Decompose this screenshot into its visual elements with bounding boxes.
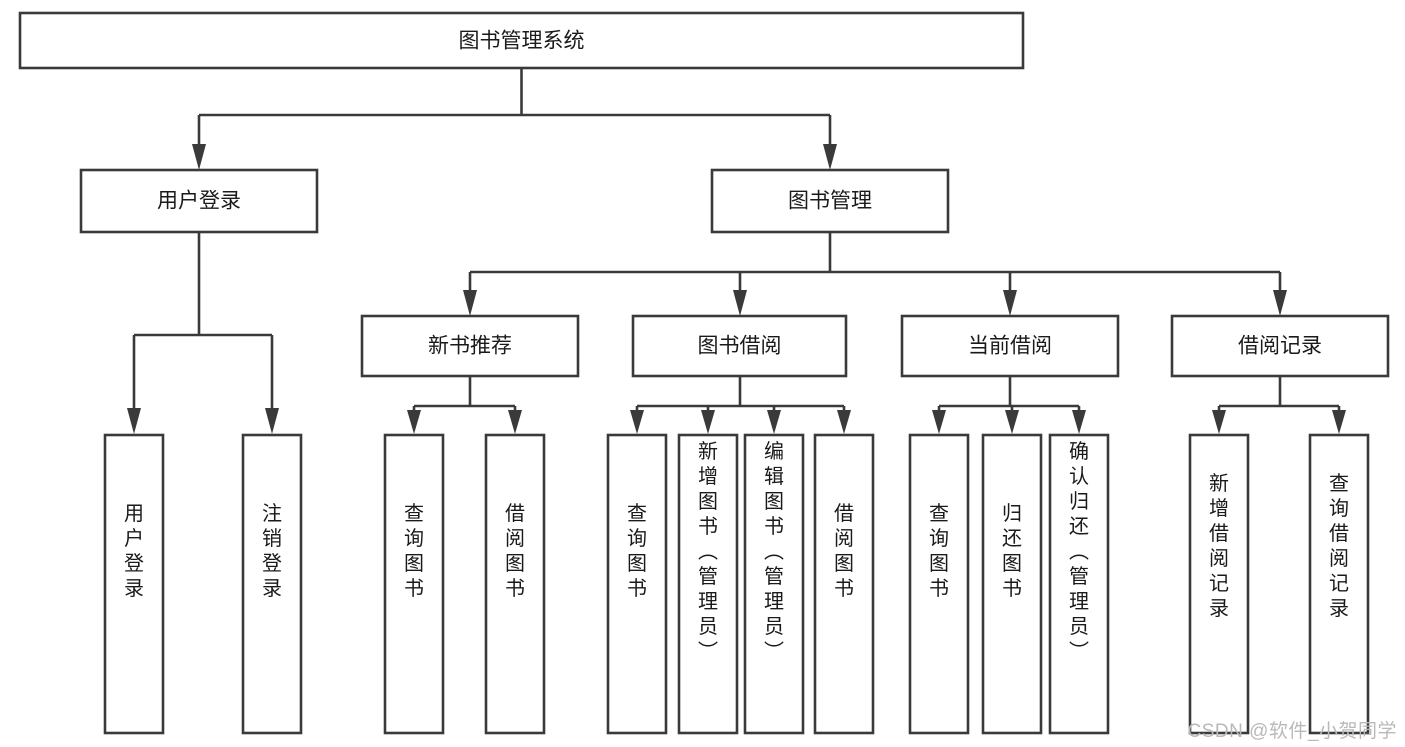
node-leaf-edit-book[interactable]: 编辑图书︵管理员︶: [743, 433, 805, 735]
arrow-head-leaf-confirm-return: [1072, 410, 1086, 434]
node-leaf-user-login-box[interactable]: [103, 433, 165, 735]
node-borrow-record[interactable]: 借阅记录: [1170, 314, 1390, 378]
node-leaf-borrow-book-1-box[interactable]: [484, 433, 546, 735]
node-user-login-label: 用户登录: [157, 190, 241, 213]
node-leaf-logout-box[interactable]: [241, 433, 303, 735]
node-leaf-query-book-1-box[interactable]: [383, 433, 445, 735]
node-leaf-add-book[interactable]: 新增图书︵管理员︶: [677, 433, 739, 735]
node-book-manage-box[interactable]: [710, 168, 950, 234]
node-leaf-logout[interactable]: 注销登录: [241, 433, 303, 735]
arrow-head-book-borrow: [733, 290, 747, 316]
node-leaf-return-book-box[interactable]: [981, 433, 1043, 735]
node-leaf-borrow-book-2-box[interactable]: [813, 433, 875, 735]
node-leaf-return-book-label: 归还图书: [1002, 502, 1022, 600]
node-leaf-borrow-book-1[interactable]: 借阅图书: [484, 433, 546, 735]
node-current-borrow-box[interactable]: [900, 314, 1120, 378]
node-leaf-borrow-book-2-label: 借阅图书: [834, 502, 854, 600]
node-leaf-user-login[interactable]: 用户登录: [103, 433, 165, 735]
arrow-head-new-book-rec: [463, 290, 477, 316]
connector-layer: [127, 68, 1346, 434]
arrow-head-leaf-edit-book: [767, 410, 781, 434]
node-leaf-edit-book-label: 编辑图书︵管理员︶: [764, 440, 784, 663]
node-leaf-add-record-box[interactable]: [1188, 433, 1250, 735]
node-current-borrow[interactable]: 当前借阅: [900, 314, 1120, 378]
node-leaf-edit-book-box[interactable]: [743, 433, 805, 735]
arrow-head-leaf-user-login: [127, 408, 141, 434]
node-user-login-box[interactable]: [79, 168, 319, 234]
node-book-manage[interactable]: 图书管理: [710, 168, 950, 234]
node-new-book-rec[interactable]: 新书推荐: [360, 314, 580, 378]
node-book-borrow-label: 图书借阅: [698, 335, 782, 358]
node-leaf-confirm-return-box[interactable]: [1048, 433, 1110, 735]
node-leaf-add-book-box[interactable]: [677, 433, 739, 735]
node-new-book-rec-box[interactable]: [360, 314, 580, 378]
arrow-head-leaf-borrow-book-2: [837, 410, 851, 434]
node-root-box[interactable]: [18, 11, 1025, 70]
node-leaf-query-book-2-label: 查询图书: [627, 502, 647, 600]
node-book-borrow[interactable]: 图书借阅: [631, 314, 848, 378]
node-leaf-query-record-label: 查询借阅记录: [1329, 472, 1349, 620]
node-leaf-add-book-label: 新增图书︵管理员︶: [698, 440, 718, 663]
arrow-head-book-manage: [823, 144, 837, 170]
node-current-borrow-label: 当前借阅: [968, 335, 1052, 358]
arrow-head-current-borrow: [1003, 290, 1017, 316]
node-leaf-borrow-book-1-label: 借阅图书: [505, 502, 525, 600]
leaf-nodes-layer: 用户登录 注销登录 查询图书 借阅图书 查询图书 新增图书︵管理员︶: [103, 433, 1370, 735]
arrow-head-leaf-add-book: [701, 410, 715, 434]
node-borrow-record-label: 借阅记录: [1238, 335, 1322, 358]
arrow-head-leaf-query-book-1: [407, 410, 421, 434]
node-root-label: 图书管理系统: [459, 30, 585, 53]
node-leaf-query-book-2[interactable]: 查询图书: [606, 433, 668, 735]
node-book-manage-label: 图书管理: [788, 190, 872, 213]
arrow-head-leaf-query-book-2: [630, 410, 644, 434]
arrow-head-leaf-borrow-book-1: [508, 410, 522, 434]
node-leaf-add-record-label: 新增借阅记录: [1209, 472, 1229, 620]
node-leaf-query-book-3[interactable]: 查询图书: [908, 433, 970, 735]
arrow-head-leaf-query-record: [1332, 410, 1346, 434]
node-root[interactable]: 图书管理系统: [18, 11, 1025, 70]
node-leaf-confirm-return[interactable]: 确认归还︵管理员︶: [1048, 433, 1110, 735]
node-new-book-rec-label: 新书推荐: [428, 335, 512, 358]
node-leaf-query-record-box[interactable]: [1308, 433, 1370, 735]
arrow-head-leaf-return-book: [1005, 410, 1019, 434]
node-leaf-user-login-label: 用户登录: [124, 503, 144, 600]
node-leaf-logout-label: 注销登录: [262, 502, 282, 600]
node-leaf-query-book-2-box[interactable]: [606, 433, 668, 735]
arrow-head-leaf-logout: [265, 408, 279, 434]
node-leaf-return-book[interactable]: 归还图书: [981, 433, 1043, 735]
arrow-head-leaf-query-book-3: [932, 410, 946, 434]
node-leaf-query-book-3-label: 查询图书: [929, 502, 949, 600]
node-borrow-record-box[interactable]: [1170, 314, 1390, 378]
node-user-login[interactable]: 用户登录: [79, 168, 319, 234]
node-leaf-borrow-book-2[interactable]: 借阅图书: [813, 433, 875, 735]
node-leaf-confirm-return-label: 确认归还︵管理员︶: [1069, 440, 1089, 663]
arrow-head-borrow-record: [1273, 290, 1287, 316]
node-leaf-query-book-1[interactable]: 查询图书: [383, 433, 445, 735]
arrow-head-leaf-add-record: [1212, 410, 1226, 434]
node-leaf-add-record[interactable]: 新增借阅记录: [1188, 433, 1250, 735]
node-leaf-query-book-1-label: 查询图书: [404, 502, 424, 600]
node-leaf-query-book-3-box[interactable]: [908, 433, 970, 735]
arrow-head-user-login: [192, 144, 206, 170]
node-book-borrow-box[interactable]: [631, 314, 848, 378]
node-leaf-query-record[interactable]: 查询借阅记录: [1308, 433, 1370, 735]
